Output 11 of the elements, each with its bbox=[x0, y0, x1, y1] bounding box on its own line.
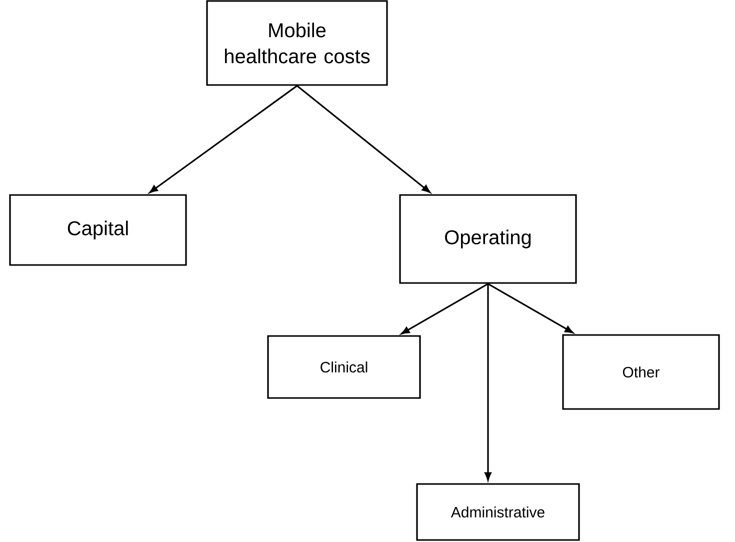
arrow bbox=[149, 85, 298, 194]
box: Administrative bbox=[416, 483, 580, 541]
box: Other bbox=[562, 334, 720, 410]
box: Capital bbox=[9, 194, 187, 266]
arrow bbox=[484, 284, 492, 481]
box: Clinical bbox=[267, 335, 421, 399]
arrow bbox=[488, 283, 574, 334]
arrow bbox=[401, 283, 488, 334]
arrow bbox=[296, 85, 430, 193]
box: Operating bbox=[399, 194, 577, 284]
box: Mobile healthcare costs bbox=[206, 0, 388, 86]
